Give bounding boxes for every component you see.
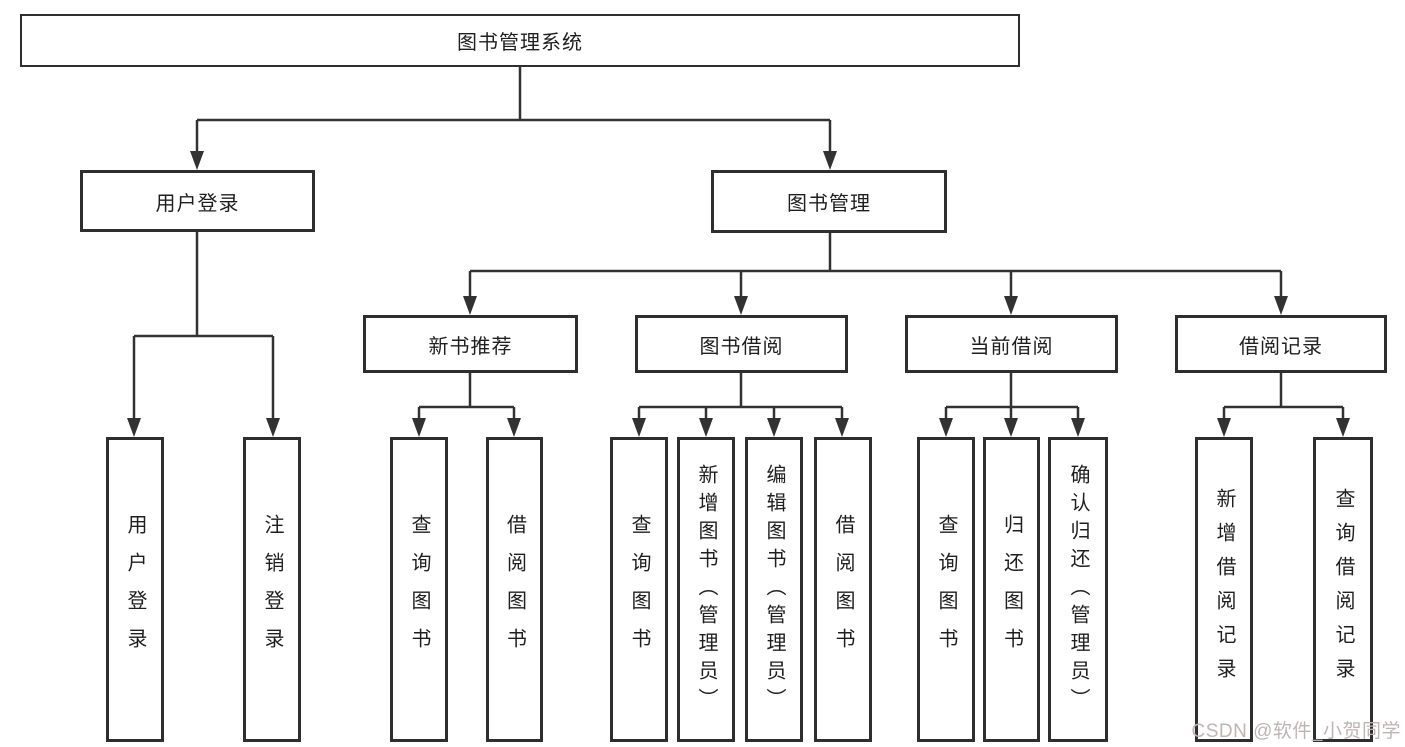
node-book-management: 图书管理: [711, 170, 947, 233]
connector-book-borrow: [637, 373, 844, 420]
node-br-query-record: 查询借阅记录: [1313, 437, 1373, 742]
node-borrowing-records: 借阅记录: [1175, 315, 1387, 373]
arrowhead: [1004, 296, 1018, 315]
node-cb-return-books: 归还图书: [983, 437, 1040, 742]
node-rec-query-books-label: 查询图书: [408, 513, 430, 666]
arrowhead: [266, 418, 280, 437]
node-user-login-label: 用户登录: [155, 192, 240, 215]
node-rec-borrow-books: 借阅图书: [486, 437, 543, 742]
arrowhead: [1336, 418, 1350, 437]
arrowhead: [939, 418, 953, 437]
node-rec-borrow-books-label: 借阅图书: [503, 513, 526, 666]
connector-book-mgmt: [468, 233, 1283, 298]
node-br-query-record-label: 查询借阅记录: [1332, 487, 1354, 692]
arrowhead: [1004, 418, 1018, 437]
node-root: 图书管理系统: [20, 14, 1020, 67]
node-cb-return-books-label: 归还图书: [1000, 513, 1023, 666]
node-cb-confirm-return: 确认归还（管理员）: [1048, 437, 1108, 742]
arrowhead: [835, 418, 849, 437]
node-bb-add-books: 新增图书（管理员）: [677, 437, 735, 742]
connector-new-book-rec: [417, 373, 516, 420]
connector-user-login: [132, 232, 275, 420]
node-book-management-label: 图书管理: [787, 193, 871, 215]
connector-borrow-records: [1222, 373, 1345, 420]
arrowhead: [1071, 418, 1085, 437]
arrowhead: [632, 418, 646, 437]
node-leaf-user-login-label: 用户登录: [124, 513, 146, 666]
node-leaf-logout: 注销登录: [243, 437, 301, 742]
node-user-login: 用户登录: [80, 170, 315, 232]
node-current-borrowing: 当前借阅: [905, 315, 1118, 373]
arrowhead: [127, 418, 141, 437]
arrowhead: [507, 418, 521, 437]
node-bb-query-books: 查询图书: [610, 437, 668, 742]
node-current-borrowing-label: 当前借阅: [969, 335, 1054, 358]
arrowhead: [463, 296, 477, 315]
arrowhead: [699, 418, 713, 437]
node-root-label: 图书管理系统: [457, 32, 583, 54]
arrowhead: [734, 296, 748, 315]
node-book-borrowing-label: 图书借阅: [699, 335, 784, 358]
node-book-borrowing: 图书借阅: [635, 315, 848, 373]
node-bb-add-books-label: 新增图书（管理员）: [695, 463, 717, 716]
node-cb-confirm-return-label: 确认归还（管理员）: [1067, 463, 1089, 716]
arrowhead: [412, 418, 426, 437]
node-bb-borrow-books: 借阅图书: [814, 437, 872, 742]
node-br-add-record-label: 新增借阅记录: [1213, 487, 1235, 692]
watermark-text: CSDN @软件_小贺同学: [1191, 721, 1401, 742]
node-leaf-logout-label: 注销登录: [261, 513, 283, 666]
node-bb-borrow-books-label: 借阅图书: [832, 513, 854, 666]
node-new-book-recommend: 新书推荐: [363, 315, 578, 373]
connector-root: [195, 67, 832, 153]
node-bb-edit-books-label: 编辑图书（管理员）: [763, 463, 785, 716]
arrowhead: [767, 418, 781, 437]
arrowhead: [1274, 296, 1288, 315]
node-cb-query-books-label: 查询图书: [935, 513, 957, 666]
node-new-book-recommend-label: 新书推荐: [428, 335, 513, 358]
node-cb-query-books: 查询图书: [917, 437, 975, 742]
arrowhead: [823, 151, 837, 170]
node-bb-edit-books: 编辑图书（管理员）: [745, 437, 803, 742]
arrowhead: [190, 151, 204, 170]
connector-current-borrow: [944, 373, 1080, 420]
node-leaf-user-login: 用户登录: [106, 437, 164, 742]
node-borrowing-records-label: 借阅记录: [1239, 335, 1323, 358]
node-br-add-record: 新增借阅记录: [1195, 437, 1253, 742]
node-bb-query-books-label: 查询图书: [628, 513, 650, 666]
arrowhead: [1217, 418, 1231, 437]
node-rec-query-books: 查询图书: [390, 437, 448, 742]
